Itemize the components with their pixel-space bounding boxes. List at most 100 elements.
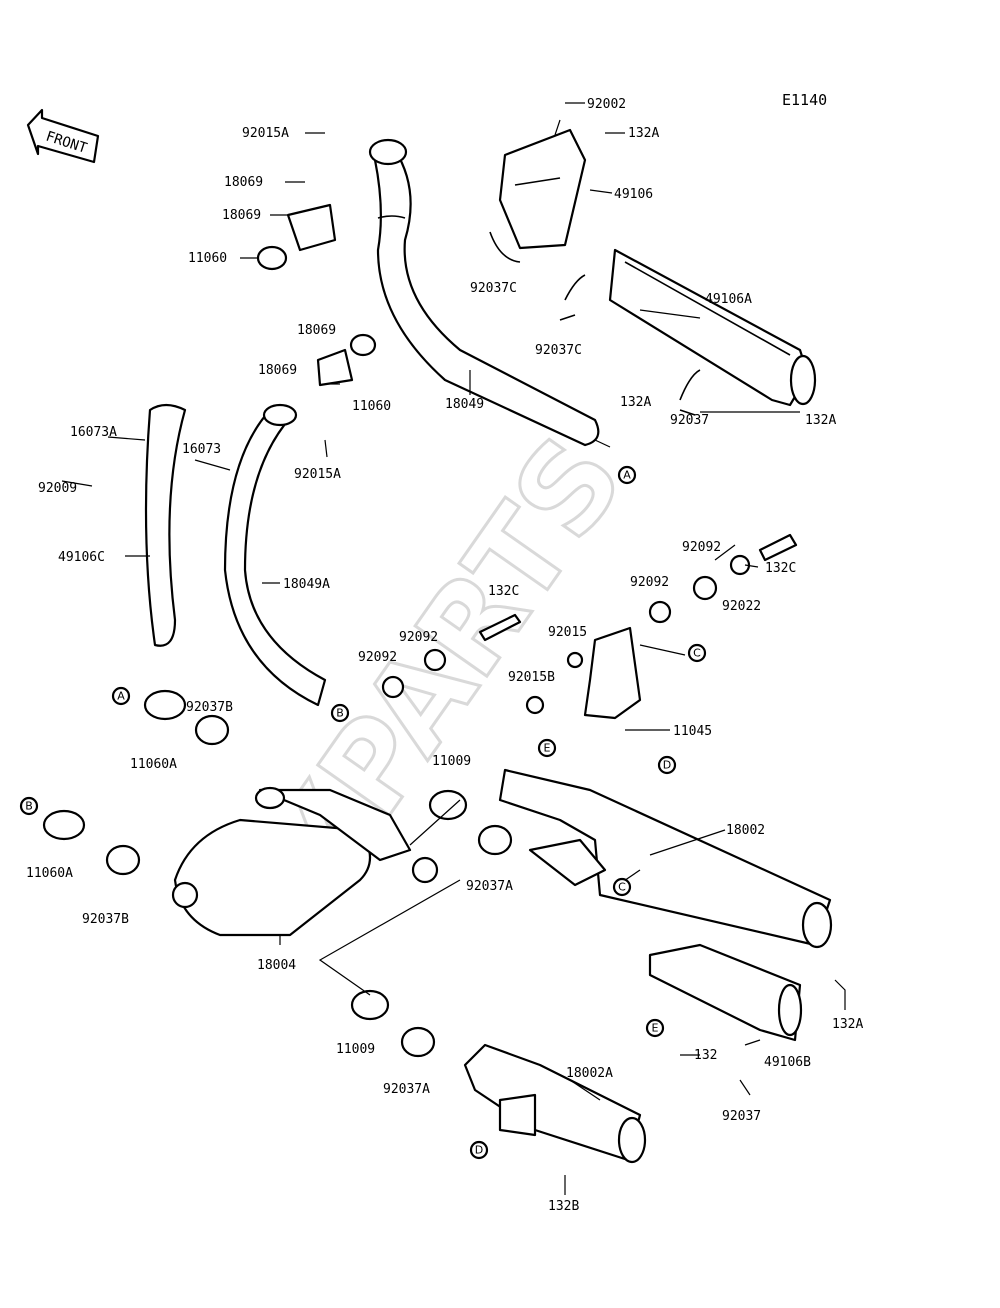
- clamp-92037B-2: [105, 844, 141, 876]
- ref-marker: B: [19, 796, 39, 816]
- part-label: 92092: [358, 650, 397, 665]
- part-label: 92037: [722, 1109, 761, 1124]
- part-label: 18004: [257, 958, 296, 973]
- svg-text:B: B: [25, 800, 33, 813]
- part-label: 132: [694, 1048, 717, 1063]
- ref-marker: C: [687, 643, 707, 663]
- part-label: 11060A: [26, 866, 73, 881]
- part-label: 49106C: [58, 550, 105, 565]
- svg-text:E: E: [652, 1022, 659, 1035]
- part-label: 18002A: [566, 1066, 613, 1081]
- ref-marker: D: [657, 755, 677, 775]
- flange-18069-lower: [316, 348, 354, 387]
- bolt-132C-b: [758, 533, 798, 562]
- heat-guard-49106: [498, 128, 587, 250]
- part-label: 11009: [336, 1042, 375, 1057]
- svg-text:C: C: [693, 647, 701, 660]
- part-label: 92015: [548, 625, 587, 640]
- part-label: 132A: [620, 395, 651, 410]
- sleeve-11009-1: [428, 789, 468, 821]
- svg-text:D: D: [663, 759, 671, 772]
- bracket-11045: [583, 626, 642, 720]
- svg-text:A: A: [623, 469, 631, 482]
- svg-text:C: C: [618, 881, 626, 894]
- part-label: 132A: [805, 413, 836, 428]
- part-labels: 92002 132A 92015A 49106 18069 18069 1106…: [26, 97, 863, 1214]
- part-label: 92037: [670, 413, 709, 428]
- part-label: 92015A: [294, 467, 341, 482]
- heat-guard-49106A: [608, 248, 817, 407]
- part-label: 92092: [399, 630, 438, 645]
- part-label: 92037B: [82, 912, 129, 927]
- part-label: 92037C: [535, 343, 582, 358]
- rubber-92092-d: [692, 575, 718, 601]
- sleeve-11060A-2: [42, 809, 86, 841]
- part-label: 132A: [628, 126, 659, 141]
- washer-92022: [729, 554, 751, 576]
- rubber-92092-b: [381, 675, 405, 699]
- part-label: 18069: [222, 208, 261, 223]
- nut-92015: [566, 651, 584, 669]
- ref-marker: A: [617, 465, 637, 485]
- silencer-18002A: [463, 1043, 647, 1164]
- part-label: 49106B: [764, 1055, 811, 1070]
- exhaust-pipe-18049: [368, 138, 600, 447]
- gasket-11060-upper: [256, 245, 288, 271]
- ref-marker: A: [111, 686, 131, 706]
- part-label: 18002: [726, 823, 765, 838]
- ref-marker: C: [612, 877, 632, 897]
- part-label: 16073: [182, 442, 221, 457]
- gasket-11060-lower: [349, 333, 377, 357]
- sleeve-11009-2: [350, 989, 390, 1021]
- rubber-92092-a: [423, 648, 447, 672]
- nut-92015B: [525, 695, 545, 715]
- heat-guard-49106C: [144, 403, 187, 647]
- part-label: 132B: [548, 1199, 579, 1214]
- part-label: 92037B: [186, 700, 233, 715]
- clamp-92037C-lower: [559, 274, 586, 321]
- rubber-92092-c: [648, 600, 672, 624]
- part-label: 18069: [297, 323, 336, 338]
- part-label: 18069: [224, 175, 263, 190]
- part-label: 92015A: [242, 126, 289, 141]
- leader-lines: [61, 102, 846, 1195]
- part-label: 16073A: [70, 425, 117, 440]
- part-label: 18049A: [283, 577, 330, 592]
- muffler-18004: [171, 786, 439, 937]
- exhaust-pipe-18049A: [223, 403, 327, 707]
- part-label: 18069: [258, 363, 297, 378]
- part-label: 92009: [38, 481, 77, 496]
- part-label: 49106A: [705, 292, 752, 307]
- part-label: 92015B: [508, 670, 555, 685]
- front-arrow: FRONT: [26, 108, 100, 164]
- silencer-18002: [498, 768, 833, 949]
- ref-marker: E: [645, 1018, 665, 1038]
- flange-18069-upper: [286, 203, 337, 252]
- part-label: 11045: [673, 724, 712, 739]
- part-label: 92037C: [470, 281, 517, 296]
- clamp-92037B-1: [194, 714, 230, 746]
- part-label: 92037A: [383, 1082, 430, 1097]
- part-label: 92002: [587, 97, 626, 112]
- clamp-92037: [679, 369, 701, 416]
- clamp-92037A-2: [400, 1026, 436, 1058]
- part-label: 92092: [682, 540, 721, 555]
- diagram-code: E1140: [782, 91, 827, 109]
- part-label: 49106: [614, 187, 653, 202]
- reference-markers: A B C A E D B C E D: [19, 465, 707, 1160]
- part-label: 92037A: [466, 879, 513, 894]
- svg-text:D: D: [475, 1144, 483, 1157]
- part-label: 92092: [630, 575, 669, 590]
- ref-marker: D: [469, 1140, 489, 1160]
- svg-text:E: E: [544, 742, 551, 755]
- ref-marker: B: [330, 703, 350, 723]
- part-label: 92022: [722, 599, 761, 614]
- part-label: 11060A: [130, 757, 177, 772]
- part-label: 11060: [352, 399, 391, 414]
- part-label: 132C: [765, 561, 796, 576]
- bolt-132C-a: [478, 613, 522, 642]
- ref-marker: E: [537, 738, 557, 758]
- part-label: 132A: [832, 1017, 863, 1032]
- part-label: 132C: [488, 584, 519, 599]
